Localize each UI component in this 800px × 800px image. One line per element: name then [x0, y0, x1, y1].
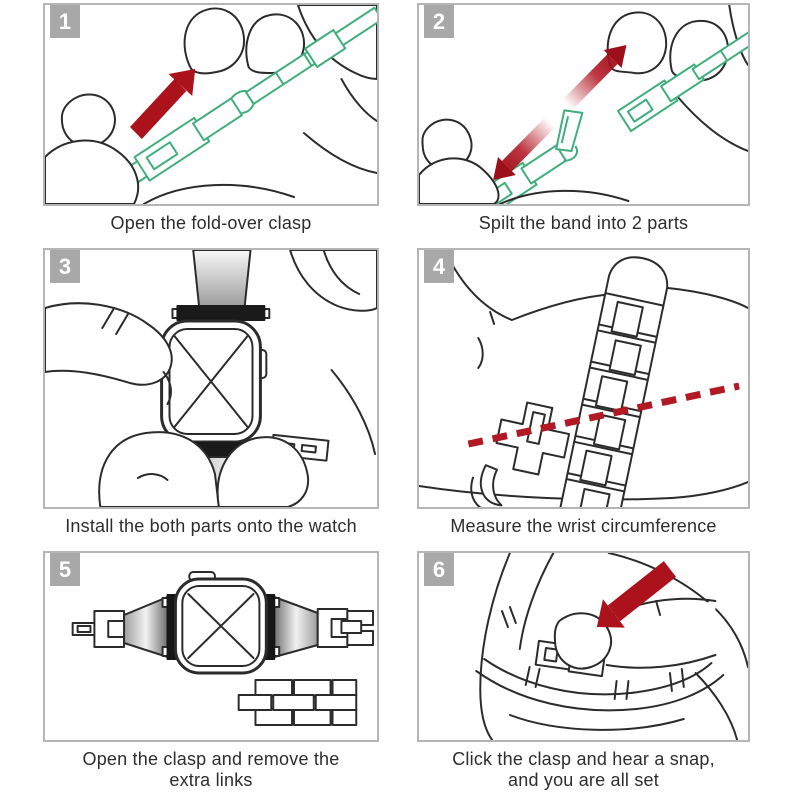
step-4-panel: 4	[417, 248, 750, 537]
split-apart-arrows-icon	[493, 45, 627, 180]
step-5-caption: Open the clasp and remove the extra link…	[82, 749, 340, 790]
upper-strap	[192, 250, 252, 308]
step-6-caption: Click the clasp and hear a snap, and you…	[452, 749, 715, 790]
step-2-number-badge: 2	[424, 5, 454, 38]
split-band-illustration	[419, 5, 748, 204]
step-5-frame: 5	[43, 551, 379, 742]
step-4-frame: 4	[417, 248, 750, 509]
step-3-number-badge: 3	[50, 250, 80, 283]
thumb-outline	[419, 157, 630, 204]
open-clasp-illustration	[45, 5, 377, 204]
step-5-panel: 5	[43, 551, 379, 791]
top-right-finger	[289, 250, 377, 312]
remove-links-illustration	[71, 571, 375, 726]
step-3-panel: 3	[43, 248, 379, 537]
watch-body	[173, 571, 268, 675]
step-2-frame: 2	[417, 3, 750, 206]
link-band	[553, 256, 669, 507]
install-on-watch-illustration	[45, 250, 377, 507]
pressing-finger	[553, 597, 717, 670]
step-6-frame: 6	[417, 551, 750, 742]
step-1-frame: 1	[43, 3, 379, 206]
bottom-fist	[98, 431, 310, 507]
thumb-outline	[45, 139, 295, 204]
step-2-caption: Spilt the band into 2 parts	[478, 213, 689, 233]
right-hand-edge	[330, 369, 377, 455]
direction-arrow-icon	[129, 69, 196, 139]
step-2-panel: 2	[417, 3, 750, 234]
step-1-caption: Open the fold-over clasp	[110, 213, 312, 233]
step-5-number-badge: 5	[50, 553, 80, 586]
left-index-finger	[45, 302, 173, 405]
left-strap	[123, 596, 169, 658]
right-end-links	[316, 608, 375, 648]
direction-arrow-icon	[596, 561, 677, 628]
watch-face-x-icon	[173, 335, 249, 428]
extra-links-icon	[237, 679, 358, 726]
step-1-number-badge: 1	[50, 5, 80, 38]
step-6-number-badge: 6	[424, 553, 454, 586]
green-band-upper-part	[617, 5, 748, 133]
step-1-panel: 1	[43, 3, 379, 234]
left-end-link	[71, 610, 126, 648]
step-3-caption: Install the both parts onto the watch	[65, 516, 357, 536]
upper-band-connector	[176, 305, 266, 321]
right-strap	[273, 596, 319, 658]
step-6-panel: 6	[417, 551, 750, 791]
step-3-frame: 3	[43, 248, 379, 509]
dashed-measure-line-icon	[467, 382, 740, 448]
watch-face-x-icon	[187, 593, 255, 659]
fold-over-clasp-end	[470, 401, 571, 507]
measure-wrist-illustration	[419, 250, 748, 507]
step-4-number-badge: 4	[424, 250, 454, 283]
click-clasp-illustration	[475, 553, 748, 740]
step-4-caption: Measure the wrist circumference	[450, 516, 717, 536]
